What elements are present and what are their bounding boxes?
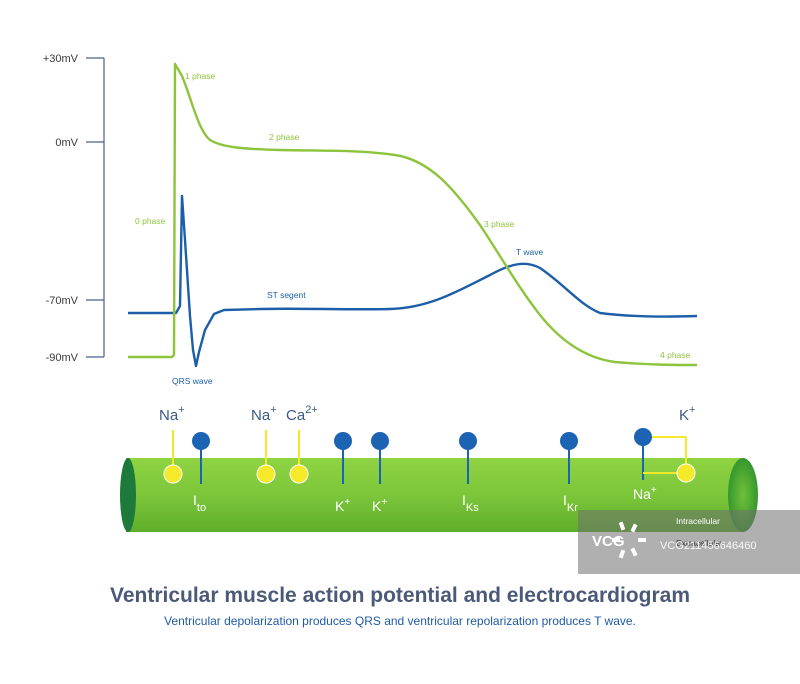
k-label-2: K+ <box>372 497 387 514</box>
ion-labels: Na+ Na+ Ca2+ K+ <box>159 404 695 424</box>
figure-title: Ventricular muscle action potential and … <box>109 584 690 607</box>
pump-k-dot <box>634 428 652 446</box>
channel-dot <box>289 464 309 484</box>
tick-label-plus30: +30mV <box>43 53 79 65</box>
iks-channel <box>459 432 477 484</box>
intracellular-label: Intracellular <box>676 516 720 526</box>
channel-dot <box>256 464 276 484</box>
channel-dot <box>371 432 389 450</box>
ca-label: Ca2+ <box>286 404 318 424</box>
watermark-id: VCG211456646460 <box>660 540 756 552</box>
channel-dot <box>459 432 477 450</box>
watermark: VCG Intracellular Extracellular VCG21145… <box>578 510 800 574</box>
membrane-labels: Ito K+ K+ IKs IKr Na+ <box>193 485 657 514</box>
k-channel-2 <box>371 432 389 484</box>
na-k-pump <box>634 428 696 483</box>
tick-label-minus90: -90mV <box>46 352 79 364</box>
phase-4-label: 4 phase <box>660 350 691 360</box>
watermark-logo-text: VCG <box>592 533 625 550</box>
voltage-axis: +30mV 0mV -70mV -90mV <box>43 53 105 364</box>
ecg-labels: QRS wave ST segent T wave <box>172 247 544 386</box>
iks-label: IKs <box>462 492 479 514</box>
extracellular-label: Extracellular <box>676 538 723 548</box>
phase-2-label: 2 phase <box>269 132 300 142</box>
ikr-label: IKr <box>563 492 578 514</box>
channel-dot <box>334 432 352 450</box>
phase-1-label: 1 phase <box>185 71 216 81</box>
st-segment-label: ST segent <box>267 290 306 300</box>
ca-channel <box>289 430 309 484</box>
na-label-1: Na+ <box>159 404 185 424</box>
na-channel-2 <box>256 430 276 484</box>
t-wave-label: T wave <box>516 247 544 257</box>
na-label-2: Na+ <box>251 404 277 424</box>
phase-labels: 0 phase 1 phase 2 phase 3 phase 4 phase <box>135 71 691 360</box>
qrs-wave-label: QRS wave <box>172 376 213 386</box>
pump-na-dot <box>676 463 696 483</box>
watermark-logo-icon <box>612 521 646 559</box>
ecg-trace <box>128 194 698 368</box>
tick-label-minus70: -70mV <box>46 295 79 307</box>
ikr-channel <box>560 432 578 484</box>
channel-dot <box>560 432 578 450</box>
ito-channel <box>192 432 210 484</box>
na-channel-1 <box>163 430 183 484</box>
k-label-pump: K+ <box>679 404 695 424</box>
channel-dot <box>192 432 210 450</box>
na-label-pump: Na+ <box>633 485 657 502</box>
channel-dot <box>163 464 183 484</box>
phase-3-label: 3 phase <box>484 219 515 229</box>
figure-subtitle: Ventricular depolarization produces QRS … <box>164 614 636 628</box>
ion-channels <box>163 428 696 484</box>
ito-label: Ito <box>193 492 206 514</box>
action-potential-trace <box>128 62 698 367</box>
tick-label-0: 0mV <box>55 137 78 149</box>
k-channel-1 <box>334 432 352 484</box>
phase-0-label: 0 phase <box>135 216 166 226</box>
k-label-1: K+ <box>335 497 350 514</box>
membrane-left-end <box>120 458 136 532</box>
